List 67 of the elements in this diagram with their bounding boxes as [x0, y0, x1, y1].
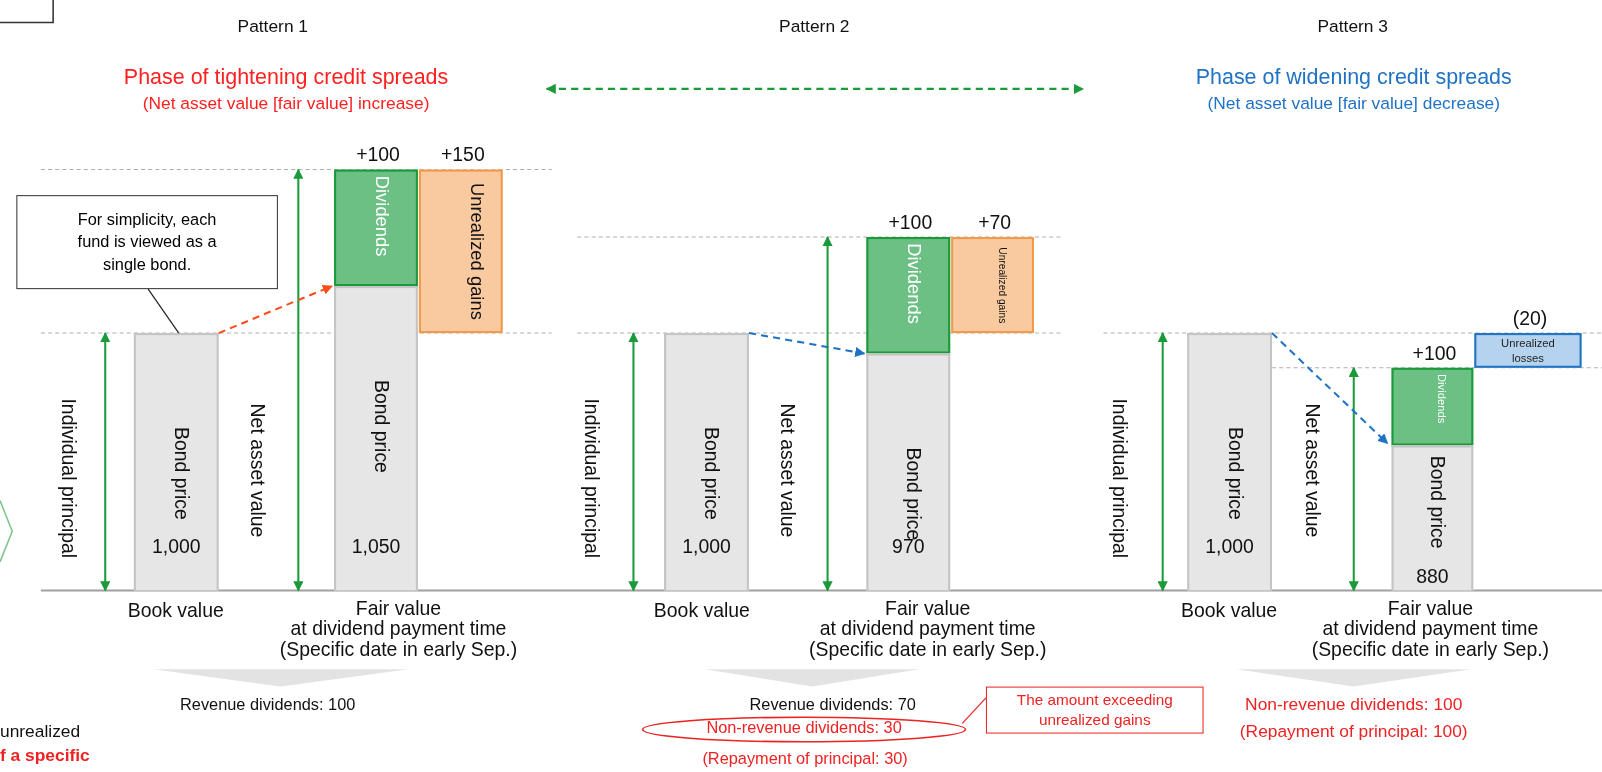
amount-label: +150 — [439, 144, 486, 167]
label-text: Pattern 3 — [1316, 15, 1389, 38]
bond-price-bar — [1391, 445, 1474, 591]
box-label: Unrealized gains — [995, 247, 1008, 324]
bond-price-bar — [1187, 333, 1272, 591]
label-text: (Repayment of principal: 30) — [701, 748, 909, 770]
phase-heading: Phase of widening credit spreads — [1194, 63, 1513, 91]
bar-value: 1,000 — [150, 535, 202, 558]
measure-label: Individual principal — [57, 398, 81, 559]
leader-line — [961, 697, 987, 724]
label-text: Non-revenue dividends: 100 — [1244, 693, 1464, 717]
box-label: Dividends — [370, 175, 392, 257]
label-text: f a specific — [0, 744, 91, 768]
label-text: unrealized — [0, 720, 82, 743]
box-label: Unrealized losses — [1500, 336, 1556, 365]
phase-subtitle: (Net asset value [fair value] increase) — [141, 93, 431, 116]
callout-text: For simplicity, each fund is viewed as a single bond. — [76, 209, 218, 275]
amount-label: +70 — [977, 211, 1013, 234]
box-label: Dividends — [1434, 373, 1448, 424]
measure-label: Net asset value — [775, 403, 799, 538]
bond-price-bar — [133, 333, 219, 591]
label-text: Book value — [652, 598, 751, 624]
note-text: The amount exceeding unrealized gains — [1015, 689, 1174, 731]
axis-label: Fair value at dividend payment time (Specific date in early Sep.) — [1310, 598, 1551, 660]
bond-price-bar — [334, 286, 418, 591]
measure-label: Net asset value — [246, 403, 270, 538]
label-text: (Repayment of principal: 100) — [1238, 720, 1469, 743]
bar-label: Bond price — [700, 427, 722, 520]
leader-line — [147, 288, 180, 334]
measure-label: Individual principal — [580, 398, 604, 559]
box-label: Unrealized gains — [465, 182, 487, 320]
bar-label: Bond price — [903, 447, 924, 541]
bond-price-bar — [866, 353, 951, 591]
axis-label: Fair value at dividend payment time (Specific date in early Sep.) — [278, 598, 519, 660]
label-text: Book value — [126, 598, 225, 624]
phase-subtitle: (Net asset value [fair value] decrease) — [1206, 93, 1501, 116]
label-text: Pattern 2 — [778, 15, 851, 38]
label-text: Book value — [1180, 598, 1279, 624]
note-box — [985, 686, 1204, 734]
bar-value: 1,050 — [350, 535, 402, 558]
phase-heading: Phase of tightening credit spreads — [122, 63, 450, 91]
label-text: Revenue dividends: 70 — [748, 694, 917, 716]
amount-label: +100 — [355, 144, 401, 167]
amount-label: +100 — [887, 211, 934, 234]
bar-label: Bond price — [369, 380, 392, 473]
axis-label: Fair value at dividend payment time (Specific date in early Sep.) — [808, 598, 1048, 660]
amount-label: +100 — [1411, 342, 1458, 365]
callout-box — [16, 195, 278, 290]
circled-text — [641, 716, 967, 743]
label-text: Pattern 1 — [236, 15, 310, 38]
bar-value: 1,000 — [1204, 535, 1255, 558]
dividend-text: Non-revenue dividends: 30 — [705, 718, 903, 737]
measure-label: Net asset value — [1300, 403, 1325, 538]
bond-price-bar — [664, 333, 749, 591]
arrow — [748, 332, 866, 357]
arrow — [218, 284, 333, 334]
amount-label: (20) — [1511, 307, 1549, 330]
bar-label: Bond price — [1426, 455, 1448, 549]
bar-value: 1,000 — [681, 535, 732, 558]
bar-value: 880 — [1415, 566, 1450, 589]
bar-label: Bond price — [170, 427, 192, 520]
bar-label: Bond price — [1223, 427, 1245, 520]
arrow — [545, 83, 1084, 94]
measure-label: Individual principal — [1107, 398, 1131, 559]
box-label: Dividends — [903, 243, 924, 324]
arrow — [1271, 332, 1389, 445]
label-text: Revenue dividends: 100 — [179, 694, 357, 716]
